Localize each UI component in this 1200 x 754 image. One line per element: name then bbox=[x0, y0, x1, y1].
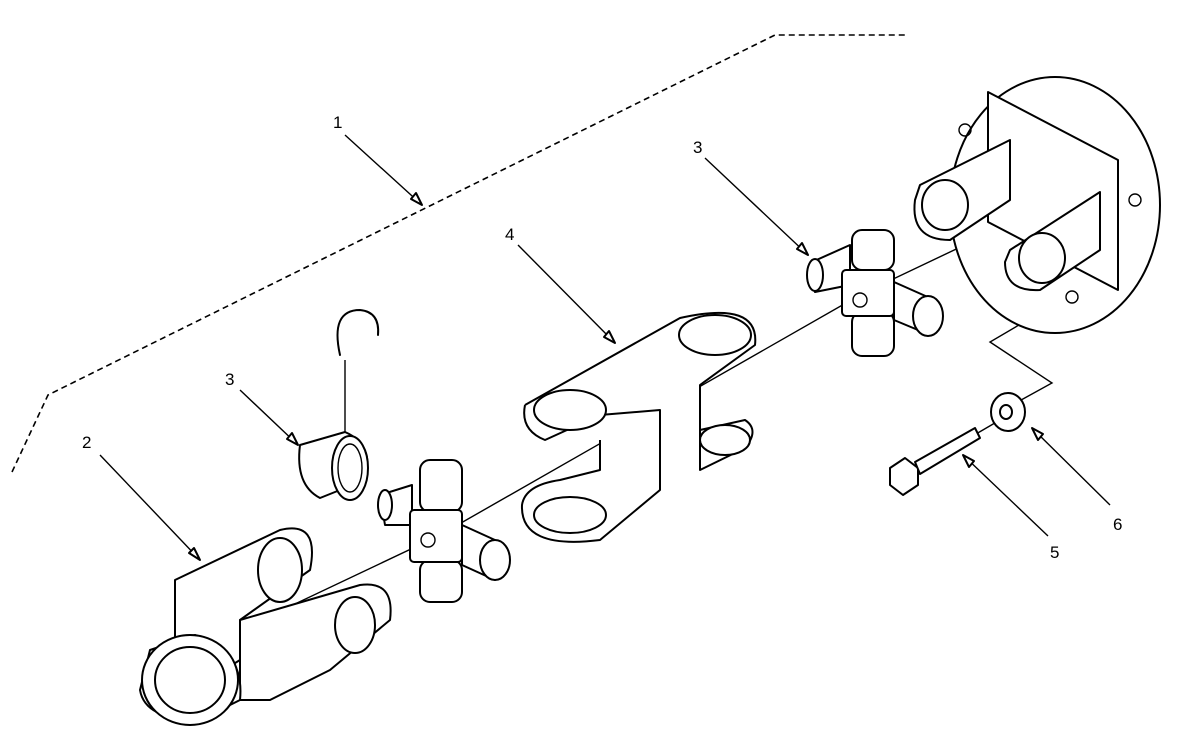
callout-2: 2 bbox=[82, 433, 91, 452]
callout-3-right: 3 bbox=[693, 138, 702, 157]
universal-joint-cross-icon bbox=[806, 229, 944, 357]
assembly-bracket bbox=[11, 34, 905, 473]
center-yoke-icon bbox=[520, 311, 757, 543]
washer-icon bbox=[990, 392, 1026, 432]
callout-4: 4 bbox=[505, 225, 514, 244]
leader-lines bbox=[99, 134, 1111, 561]
callout-3-left: 3 bbox=[225, 370, 234, 389]
callout-6: 6 bbox=[1113, 515, 1122, 534]
end-yoke-icon bbox=[139, 527, 392, 726]
callout-5: 5 bbox=[1050, 543, 1059, 562]
bolt-icon bbox=[889, 427, 981, 496]
universal-joint-cross-icon bbox=[377, 459, 511, 603]
bearing-cup-icon bbox=[298, 431, 369, 501]
callout-1: 1 bbox=[333, 113, 342, 132]
retaining-hook-icon bbox=[336, 309, 380, 356]
flange-yoke-icon bbox=[913, 76, 1161, 334]
